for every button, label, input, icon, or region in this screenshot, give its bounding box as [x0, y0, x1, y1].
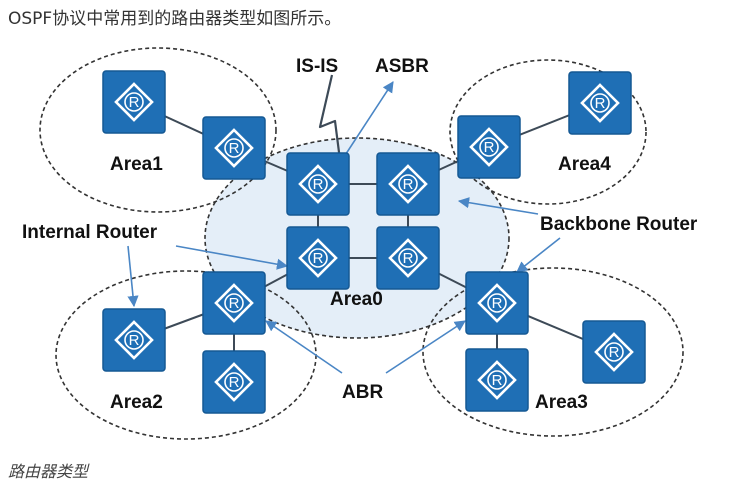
- router-diamond: [114, 82, 154, 122]
- router-glyph: R: [403, 176, 414, 193]
- router-circle: [487, 293, 507, 313]
- router-circle: [398, 174, 418, 194]
- router-box: [102, 70, 166, 134]
- router-circle: [224, 138, 244, 158]
- router-area1-internal: R: [102, 70, 166, 134]
- backbone-router-arrow: [457, 197, 539, 215]
- router-box: [465, 348, 529, 412]
- router-box: [376, 226, 440, 290]
- area1-ellipse: [39, 47, 277, 213]
- router-box: [202, 116, 266, 180]
- router-box: [457, 115, 521, 179]
- router-circle: [308, 174, 328, 194]
- router-glyph: R: [229, 295, 240, 312]
- internal-router-arrow: [175, 245, 289, 270]
- router-glyph: R: [313, 250, 324, 267]
- router-diamond: [298, 164, 338, 204]
- arrows: [127, 81, 561, 374]
- router-box: [286, 226, 350, 290]
- router-circle: [479, 137, 499, 157]
- asbr-arrow: [339, 81, 394, 164]
- router-glyph: R: [609, 344, 620, 361]
- router-box: [568, 71, 632, 135]
- asbr-label: ASBR: [375, 56, 429, 77]
- router-diamond: [469, 127, 509, 167]
- router-diamond: [477, 360, 517, 400]
- abr-label: ABR: [342, 382, 383, 403]
- area3-ellipse: [422, 267, 684, 437]
- router-circle: [487, 370, 507, 390]
- backbone-router-label: Backbone Router: [540, 214, 698, 235]
- router-box: [202, 350, 266, 414]
- router-asbr: R: [286, 152, 350, 216]
- router-diamond: [214, 128, 254, 168]
- isis-lightning-line: [318, 74, 342, 161]
- router-box: [286, 152, 350, 216]
- router-glyph: R: [484, 139, 495, 156]
- router-box: [376, 152, 440, 216]
- area2-label: Area2: [110, 392, 163, 413]
- router-glyph: R: [492, 295, 503, 312]
- router-area0-bottom-right: R: [376, 226, 440, 290]
- router-glyph: R: [595, 95, 606, 112]
- router-circle: [224, 372, 244, 392]
- router-area4-internal: R: [568, 71, 632, 135]
- router-circle: [124, 92, 144, 112]
- router-box: [582, 320, 646, 384]
- router-area3-internal-bottom: R: [465, 348, 529, 412]
- router-diamond: [477, 283, 517, 323]
- router-diamond: [580, 83, 620, 123]
- router-glyph: R: [229, 374, 240, 391]
- router-area2-internal-bottom: R: [202, 350, 266, 414]
- router-circle: [604, 342, 624, 362]
- router-diamond: [298, 238, 338, 278]
- abr-arrow: [265, 320, 343, 374]
- router-glyph: R: [129, 332, 140, 349]
- router-area1-abr: R: [202, 116, 266, 180]
- router-glyph: R: [492, 372, 503, 389]
- isis-label: IS-IS: [296, 56, 338, 77]
- area4-label: Area4: [558, 154, 611, 175]
- router-box: [202, 271, 266, 335]
- router-area2-internal-left: R: [102, 308, 166, 372]
- router-area3-abr: R: [465, 271, 529, 335]
- router-diamond: [594, 332, 634, 372]
- router-diamond: [114, 320, 154, 360]
- router-area0-bottom-left: R: [286, 226, 350, 290]
- caption: 路由器类型: [8, 462, 89, 481]
- router-box: [102, 308, 166, 372]
- abr-arrow: [385, 320, 466, 374]
- router-diamond: [388, 164, 428, 204]
- router-diamond: [388, 238, 428, 278]
- router-box: [465, 271, 529, 335]
- area3-label: Area3: [535, 392, 588, 413]
- router-glyph: R: [403, 250, 414, 267]
- internal-router-label: Internal Router: [22, 222, 158, 243]
- router-area3-internal-right: R: [582, 320, 646, 384]
- area4-ellipse: [449, 59, 647, 205]
- area1-label: Area1: [110, 154, 163, 175]
- router-area2-abr: R: [202, 271, 266, 335]
- router-glyph: R: [129, 94, 140, 111]
- router-glyph: R: [229, 140, 240, 157]
- ospf-router-types-diagram: R R R R R R R R R R R R R R Area1 Area4 …: [22, 47, 698, 440]
- router-circle: [398, 248, 418, 268]
- router-circle: [590, 93, 610, 113]
- backbone-router-arrow: [516, 237, 561, 273]
- internal-router-arrow: [127, 245, 139, 308]
- router-diamond: [214, 362, 254, 402]
- area0-label: Area0: [330, 289, 383, 310]
- router-circle: [224, 293, 244, 313]
- router-diamond: [214, 283, 254, 323]
- router-circle: [308, 248, 328, 268]
- router-area4-abr: R: [457, 115, 521, 179]
- router-area0-top-right: R: [376, 152, 440, 216]
- router-circle: [124, 330, 144, 350]
- router-glyph: R: [313, 176, 324, 193]
- intro-text: OSPF协议中常用到的路由器类型如图所示。: [8, 9, 342, 29]
